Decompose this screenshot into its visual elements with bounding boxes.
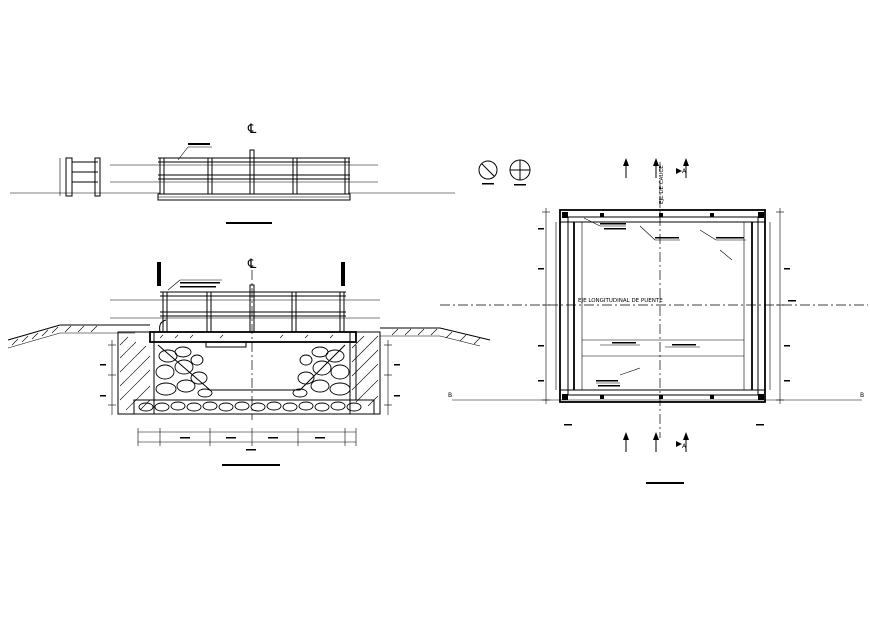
railing-section [110,279,380,333]
elevation-view: ℄ [10,122,455,224]
channel-axis-label: EJE DE CAUCE [659,165,665,204]
section-arrow-icon: A [623,432,689,452]
railing-detail-icon [478,160,498,180]
railing-details [478,159,531,186]
plan-view: A A EJE DE CAUCE EJE LONGITUDINAL DE PUE… [440,158,868,484]
longitudinal-axis-label: EJE LONGITUDINAL DE PUENTE [578,298,663,304]
riprap-stones [155,346,351,398]
dimension-lines [108,340,392,446]
centerline-icon: ℄ [247,122,257,137]
railing-elevation [110,149,378,195]
side-profile [59,157,101,197]
svg-text:A: A [682,443,687,450]
svg-text:A: A [682,168,687,175]
svg-text:B: B [860,392,864,399]
cross-section: ℄ [7,257,491,466]
section-arrow-icon: A [623,158,689,178]
centerline-icon: ℄ [247,257,257,272]
svg-text:B: B [448,392,452,399]
